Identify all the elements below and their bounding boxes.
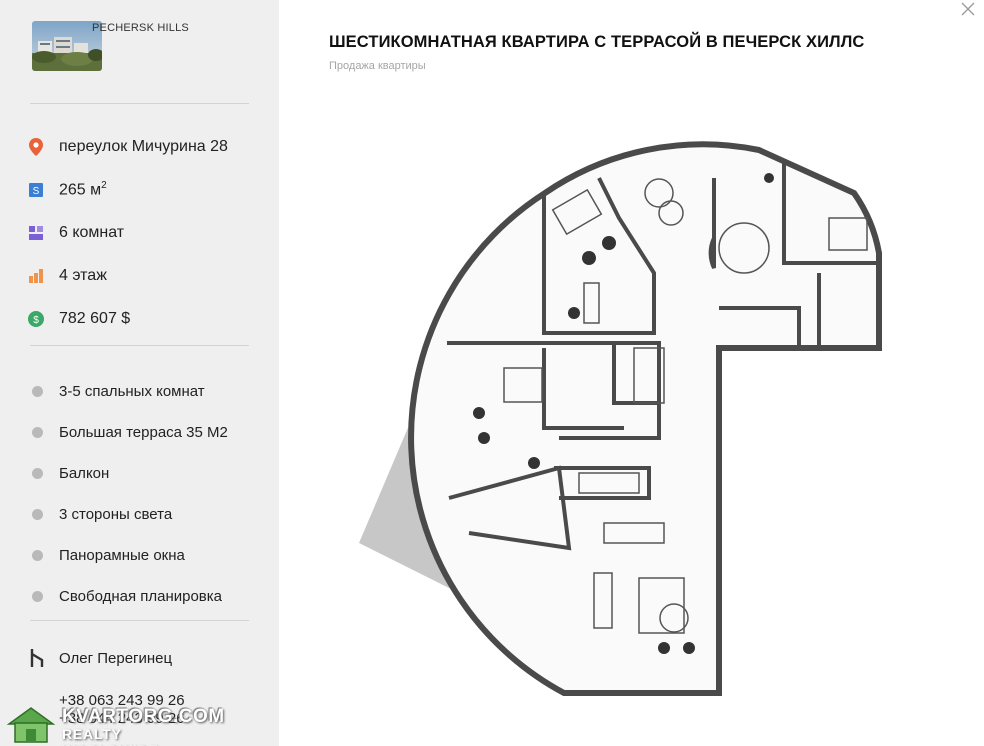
bullet-icon	[32, 468, 43, 479]
rooms-icon	[28, 225, 44, 241]
agent-phone[interactable]: +38 063 243 99 26	[59, 692, 185, 709]
fact-floor-text: 4 этаж	[59, 266, 107, 284]
feature-item: Большая терраса 35 М2	[32, 412, 228, 453]
features-list: 3-5 спальных комнат Большая терраса 35 М…	[32, 371, 228, 617]
agent-name: Олег Перегинец	[59, 649, 173, 667]
location-pin-icon	[28, 137, 44, 156]
feature-item: Панорамные окна	[32, 535, 228, 576]
bullet-icon	[32, 386, 43, 397]
agent-logo-icon	[30, 648, 44, 668]
area-icon: S	[28, 182, 44, 198]
watermark-subtitle: REALTY WORLDWIDE	[62, 726, 158, 746]
fact-address-text: переулок Мичурина 28	[59, 137, 228, 155]
watermark-title: KVARTORG.COM	[62, 706, 225, 727]
page-subtitle: Продажа квартиры	[329, 60, 426, 72]
fact-price-text: 782 607 $	[59, 309, 131, 327]
complex-thumbnail[interactable]	[32, 21, 102, 71]
fact-area-text: 265 м2	[59, 179, 107, 199]
divider	[30, 345, 249, 346]
bullet-icon	[32, 591, 43, 602]
fact-price: $ 782 607 $	[28, 297, 228, 340]
close-icon[interactable]	[961, 2, 975, 16]
feature-item: 3-5 спальных комнат	[32, 371, 228, 412]
bullet-icon	[32, 509, 43, 520]
agent: Олег Перегинец	[30, 648, 172, 668]
feature-item: Свободная планировка	[32, 576, 228, 617]
facts-list: переулок Мичурина 28 S 265 м2 6 комнат 4…	[28, 125, 228, 340]
fact-rooms-text: 6 комнат	[59, 223, 125, 241]
bullet-icon	[32, 550, 43, 561]
feature-item: Балкон	[32, 453, 228, 494]
divider	[30, 103, 249, 104]
fact-floor: 4 этаж	[28, 254, 228, 297]
feature-item: 3 стороны света	[32, 494, 228, 535]
complex-name[interactable]: PECHERSK HILLS	[92, 22, 189, 34]
svg-text:$: $	[33, 315, 39, 326]
fact-area: S 265 м2	[28, 168, 228, 211]
divider	[30, 620, 249, 621]
house-logo-icon	[6, 707, 56, 743]
fact-rooms: 6 комнат	[28, 211, 228, 254]
bullet-icon	[32, 427, 43, 438]
page-title: ШЕСТИКОМНАТНАЯ КВАРТИРА С ТЕРРАСОЙ В ПЕЧ…	[329, 33, 865, 51]
sidebar: PECHERSK HILLS переулок Мичурина 28 S 26…	[0, 0, 279, 746]
agent-phone[interactable]: +38 044 243 99 26	[59, 710, 185, 727]
complex-link[interactable]	[32, 21, 102, 71]
svg-text:S: S	[33, 186, 40, 197]
watermark: KVARTORG.COM REALTY WORLDWIDE	[6, 704, 224, 746]
listing-panel: ШЕСТИКОМНАТНАЯ КВАРТИРА С ТЕРРАСОЙ В ПЕЧ…	[279, 0, 984, 746]
floor-icon	[28, 268, 44, 284]
fact-address: переулок Мичурина 28	[28, 125, 228, 168]
floor-plan-image	[359, 138, 919, 718]
price-icon: $	[28, 310, 44, 327]
